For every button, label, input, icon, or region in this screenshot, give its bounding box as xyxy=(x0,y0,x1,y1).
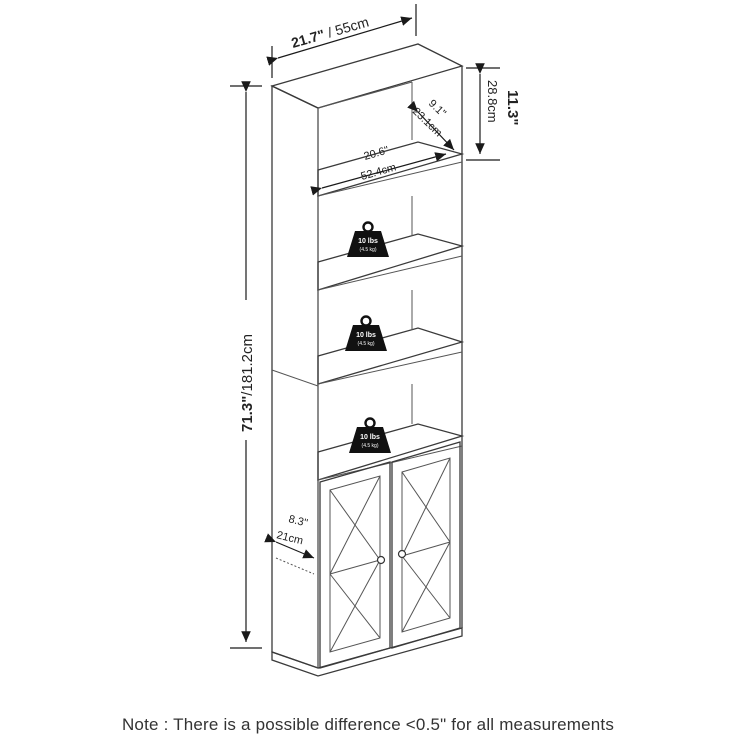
weight-badge-top: 10 lbs xyxy=(360,434,380,441)
shelf-width-in-label: 20.6" xyxy=(363,144,391,163)
height-in-label: 71.3" xyxy=(239,396,256,432)
right-door-knob xyxy=(397,549,407,559)
top-gap-in-label: 11.3" xyxy=(504,90,521,125)
width-dimension: 21.7" / 55cm xyxy=(266,4,417,78)
cabinet-doors xyxy=(319,441,461,669)
bookcase-outline xyxy=(270,43,464,677)
top-gap-dimension: 28.8cm 11.3" xyxy=(466,63,521,161)
svg-text:21.7" / 55cm: 21.7" / 55cm xyxy=(289,14,370,51)
height-cm-label: 181.2cm xyxy=(239,334,256,392)
shelves xyxy=(317,141,465,481)
width-cm-label: 55cm xyxy=(333,14,370,39)
weight-badge-bottom: (4.5 kg) xyxy=(358,341,375,347)
shelf-width-cm-label: 52.4cm xyxy=(360,161,398,182)
weight-badge: 10 lbs (4.5 kg) xyxy=(349,417,391,453)
weight-badge-bottom: (4.5 kg) xyxy=(362,443,379,449)
weight-badge-top: 10 lbs xyxy=(358,238,378,245)
cabinet-depth-in-label: 8.3" xyxy=(287,513,309,529)
shelf-width-dimension: 20.6" 52.4cm xyxy=(310,144,447,196)
width-in-label: 21.7" xyxy=(289,26,326,51)
measurement-note: Note : There is a possible difference <0… xyxy=(121,715,615,734)
weight-badge-top: 10 lbs xyxy=(356,332,376,339)
height-dimension: 71.3"/181.2cm xyxy=(230,81,262,649)
cabinet-depth-cm-label: 21cm xyxy=(275,529,304,547)
svg-text:71.3"/181.2cm: 71.3"/181.2cm xyxy=(239,334,256,432)
weight-badge: 10 lbs (4.5 kg) xyxy=(345,315,387,351)
weight-badge-bottom: (4.5 kg) xyxy=(360,247,377,253)
cabinet-depth-dimension: 8.3" 21cm xyxy=(264,513,315,575)
weight-badge: 10 lbs (4.5 kg) xyxy=(347,221,389,257)
left-door-knob xyxy=(376,555,386,565)
top-gap-cm-label: 28.8cm xyxy=(485,80,500,123)
